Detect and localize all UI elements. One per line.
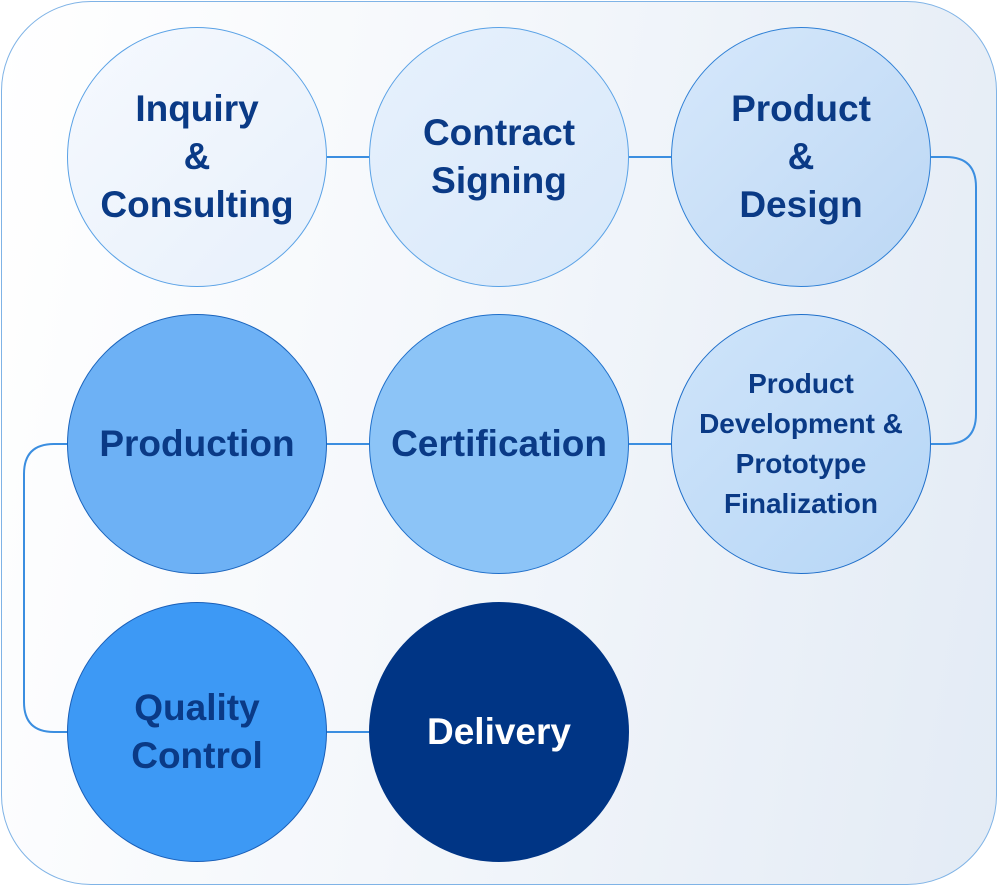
connector-6-7 [23,443,67,733]
step-inquiry-consulting: Inquiry & Consulting [67,27,327,287]
step-label: Product & Design [731,88,871,225]
step-label: Inquiry & Consulting [100,88,294,225]
connector-3-4 [931,156,977,445]
step-label: Product Development & Prototype Finaliza… [699,368,903,519]
step-label: Quality Control [131,687,263,776]
step-label: Contract Signing [422,112,576,201]
step-product-design: Product & Design [671,27,931,287]
step-product-development: Product Development & Prototype Finaliza… [671,314,931,574]
step-delivery: Delivery [369,602,629,862]
step-contract-signing: Contract Signing [369,27,629,287]
step-certification: Certification [369,314,629,574]
step-label: Production [99,423,295,464]
step-label: Delivery [427,711,571,752]
step-production: Production [67,314,327,574]
step-label: Certification [391,423,607,464]
step-quality-control: Quality Control [67,602,327,862]
